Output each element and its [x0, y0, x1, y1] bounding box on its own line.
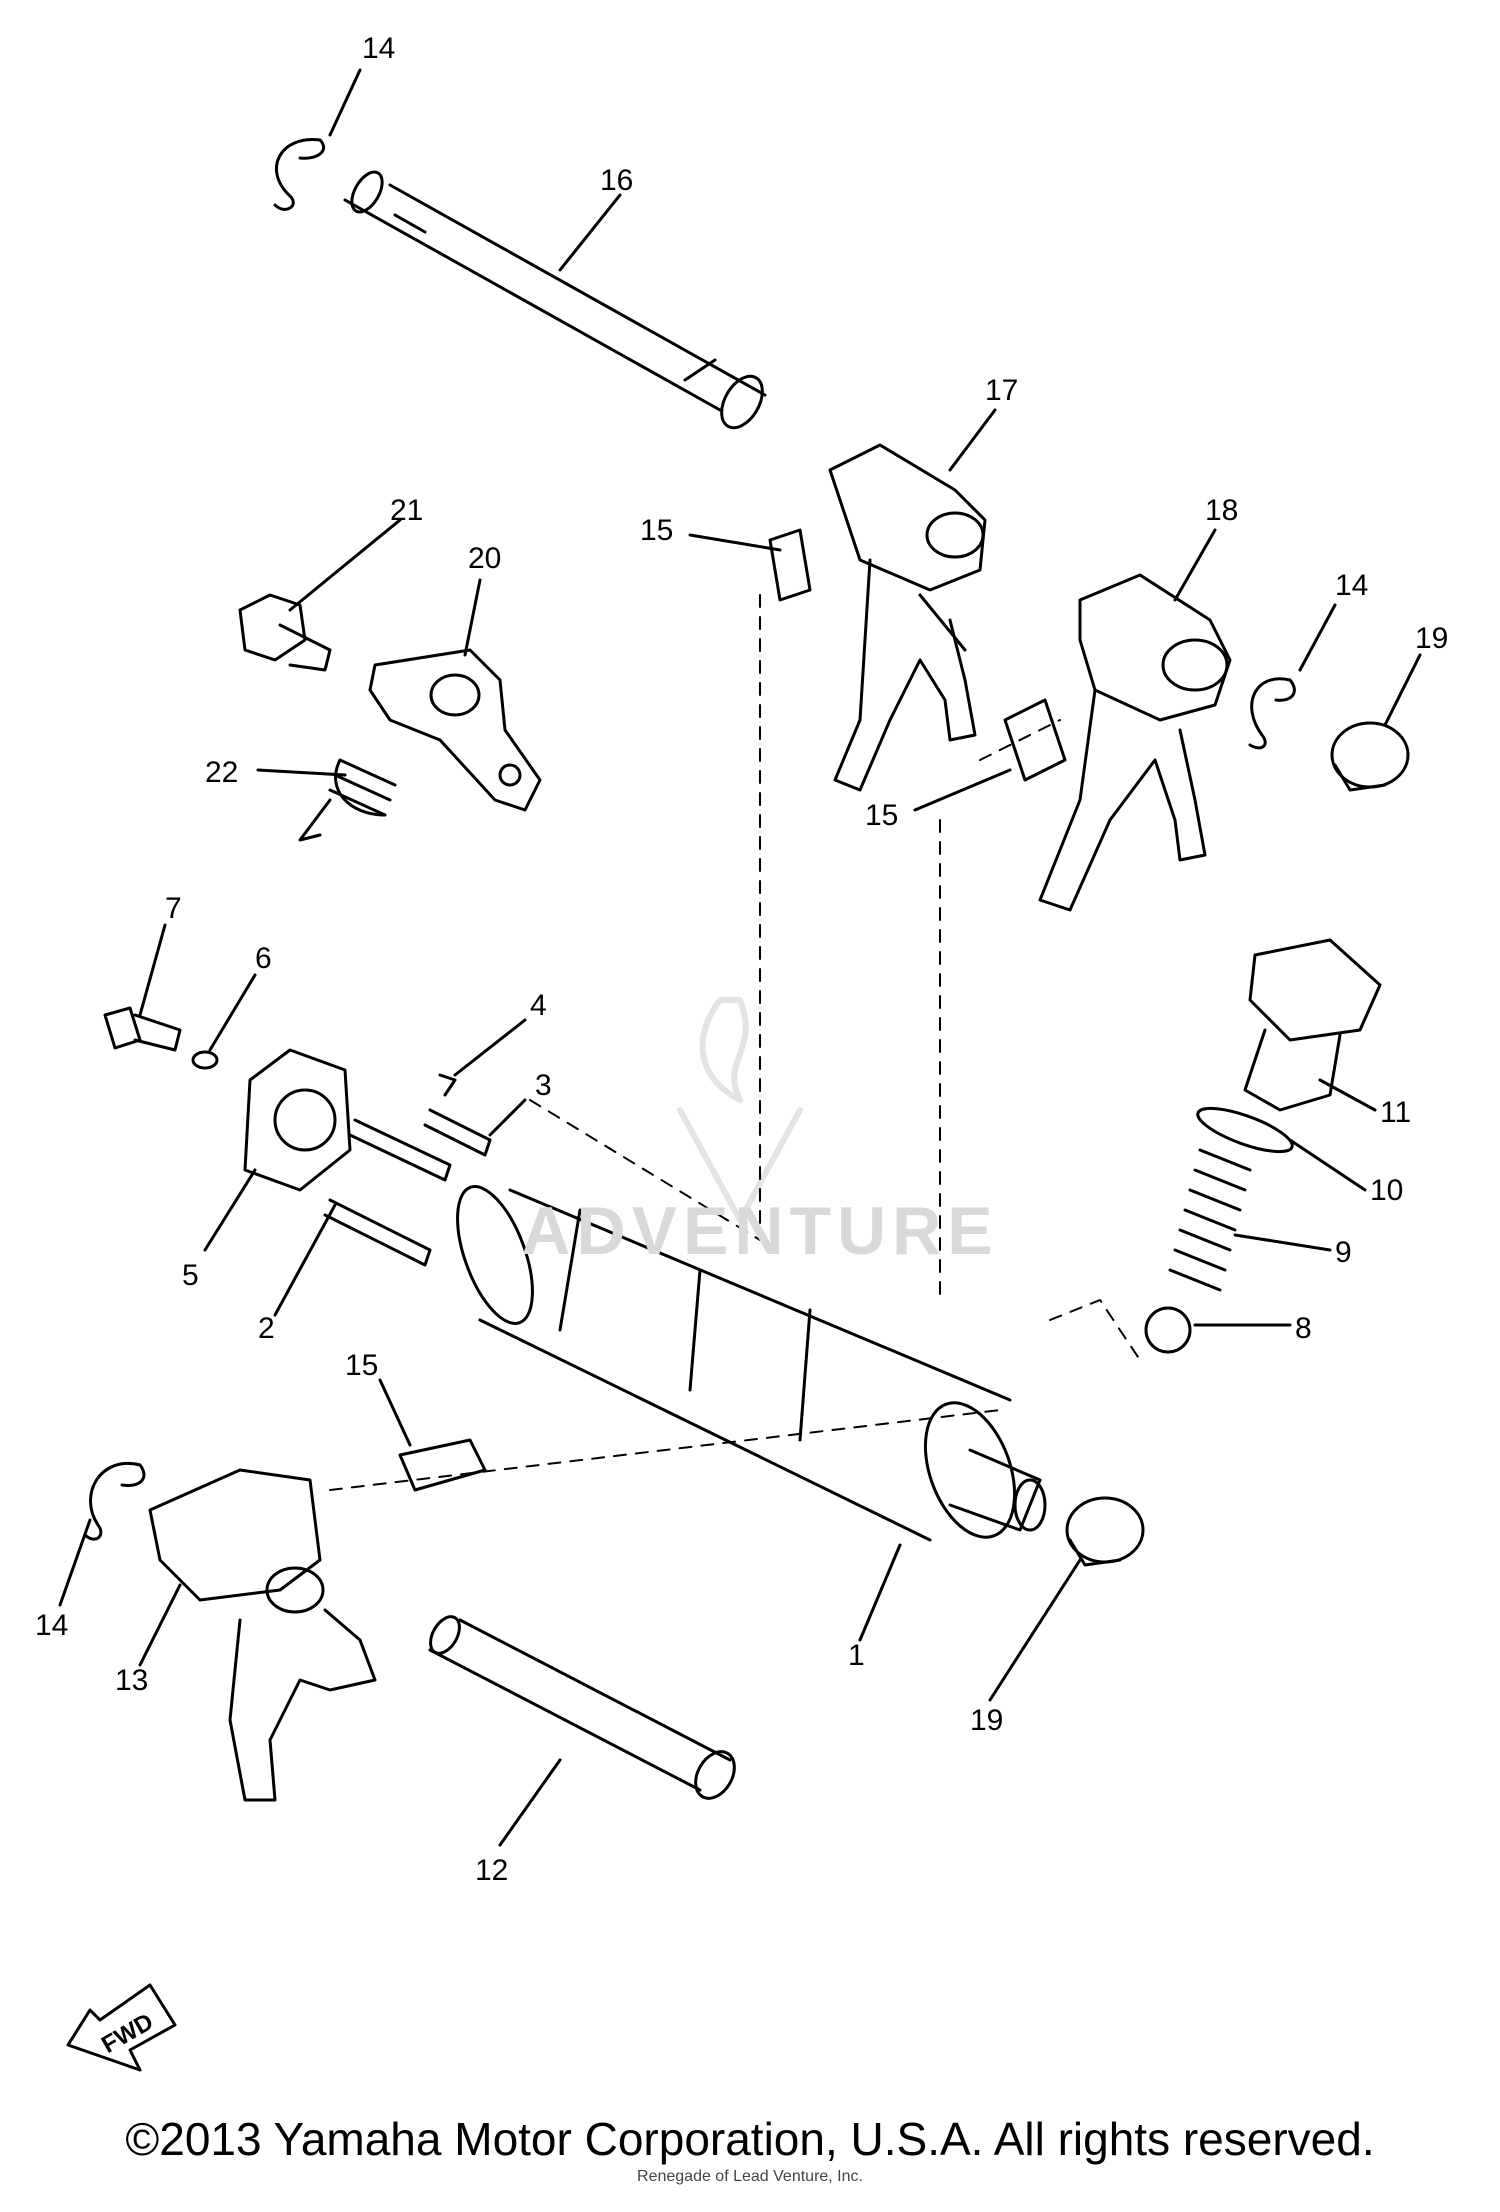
callout-14-bottom: 14 [35, 1609, 68, 1642]
callout-11: 11 [1380, 1096, 1411, 1129]
callout-1: 1 [848, 1639, 865, 1672]
cap-19-bottom [1065, 1496, 1145, 1567]
callout-2: 2 [258, 1312, 275, 1345]
assembly-lines [329, 594, 1141, 1491]
callout-21: 21 [390, 494, 423, 527]
callout-6: 6 [255, 942, 272, 975]
callout-19-bottom: 19 [970, 1704, 1003, 1737]
callout-5: 5 [182, 1259, 199, 1292]
callout-16: 16 [600, 164, 633, 197]
shift-shaft-16 [343, 170, 767, 430]
spring-22 [298, 758, 397, 842]
ball-8 [1144, 1306, 1192, 1354]
callout-12: 12 [475, 1854, 508, 1887]
circlip-14-right [1248, 677, 1296, 750]
pin-15-c [398, 1438, 487, 1492]
pin-2-a [348, 1118, 452, 1182]
callout-15-c: 15 [345, 1349, 378, 1382]
callout-13: 13 [115, 1664, 148, 1697]
shift-fork-18 [1038, 573, 1232, 912]
callout-8: 8 [1295, 1312, 1312, 1345]
washer-6 [191, 1050, 219, 1070]
callout-19-top: 19 [1415, 622, 1448, 655]
shift-drum-1 [456, 1185, 1047, 1542]
washer-10 [1196, 1106, 1294, 1154]
bolt-21 [238, 593, 332, 672]
callout-3: 3 [535, 1069, 552, 1102]
spring-9 [1168, 1148, 1252, 1292]
segment-5 [243, 1048, 352, 1192]
bolt-7 [103, 1006, 182, 1052]
callout-20: 20 [468, 542, 501, 575]
callout-18: 18 [1205, 494, 1238, 527]
callout-4: 4 [530, 989, 547, 1022]
circlip-14-bottom [83, 1462, 146, 1541]
callout-15-b: 15 [865, 799, 898, 832]
shift-shaft-12 [428, 1615, 736, 1800]
pin-3 [423, 1108, 492, 1157]
pin-4 [438, 1073, 457, 1097]
sub-credit: Renegade of Lead Venture, Inc. [637, 2168, 863, 2185]
pin-2-b [323, 1198, 432, 1267]
callout-9: 9 [1335, 1236, 1352, 1269]
callout-14-top: 14 [362, 32, 395, 65]
watermark-logo [677, 997, 803, 1223]
circlip-14-top [273, 138, 326, 211]
callout-7: 7 [165, 892, 182, 925]
shift-fork-17 [828, 443, 987, 792]
leader-lines [58, 68, 1422, 1847]
callout-10: 10 [1370, 1174, 1403, 1207]
callout-22: 22 [205, 756, 238, 789]
stopper-lever-20 [368, 648, 542, 812]
callout-15-a: 15 [640, 514, 673, 547]
fwd-arrow-icon [66, 1983, 177, 2072]
watermark-text: ADVENTURE [521, 1193, 999, 1269]
stopper-bolt-11 [1243, 938, 1382, 1112]
callout-14-right: 14 [1335, 569, 1368, 602]
callout-17: 17 [985, 374, 1018, 407]
pin-15-b [1003, 698, 1067, 782]
cap-19-top [1330, 721, 1410, 792]
pin-15-a [768, 528, 812, 602]
copyright-notice: ©2013 Yamaha Motor Corporation, U.S.A. A… [125, 2113, 1375, 2165]
shift-fork-13 [148, 1468, 377, 1802]
